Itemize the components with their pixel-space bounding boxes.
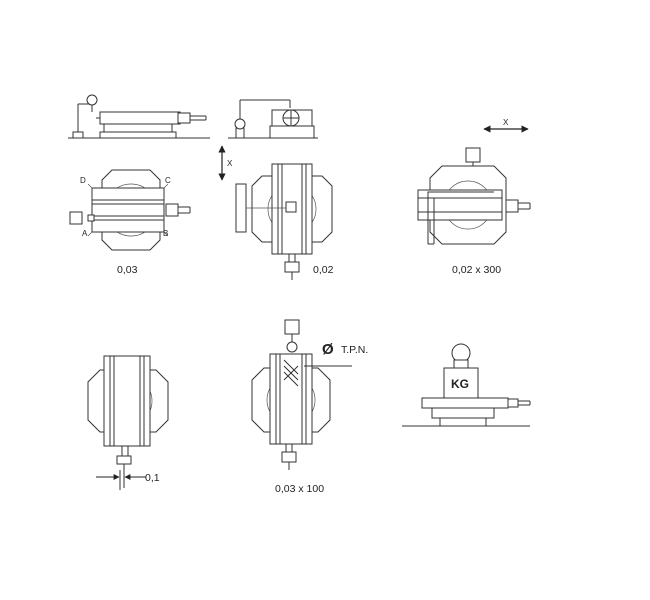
caption-fig3: 0,02 x 300 (452, 264, 501, 276)
corner-label-a: A (82, 229, 88, 238)
indicator-block-icon (69, 211, 83, 225)
fig4-jaw-view (87, 355, 169, 490)
fig1-side-view (68, 94, 210, 139)
axis-x-horizontal-label: X (503, 118, 509, 127)
fig6-load-test (402, 343, 531, 427)
caption-fig4: 0,1 (145, 472, 160, 484)
caption-fig2: 0,02 (313, 264, 334, 276)
caption-fig1: 0,03 (117, 264, 138, 276)
weight-label: KG (451, 377, 469, 391)
fig3-swivel-view (417, 147, 531, 245)
axis-x-vertical-label: X (227, 159, 233, 168)
caption-tpn: T.P.N. (341, 344, 368, 356)
fig5-tilt-view (251, 319, 352, 470)
fig1-top-view: D C A B (69, 169, 191, 251)
fig2-top-view (235, 163, 333, 280)
axis-x-vertical-arrow: X (218, 145, 233, 181)
corner-label-c: C (165, 176, 171, 185)
corner-label-d: D (80, 176, 86, 185)
axis-x-horizontal-arrow: X (483, 118, 529, 133)
dial-indicator-icon (86, 94, 98, 106)
weight-knob-icon (451, 343, 471, 363)
corner-label-b: B (163, 229, 168, 238)
diameter-symbol-icon: Ø (322, 341, 334, 358)
fig2-side-view (228, 99, 318, 139)
weight-block (443, 367, 479, 399)
caption-fig5: 0,03 x 100 (275, 483, 324, 495)
dial-indicator-icon (465, 147, 481, 163)
